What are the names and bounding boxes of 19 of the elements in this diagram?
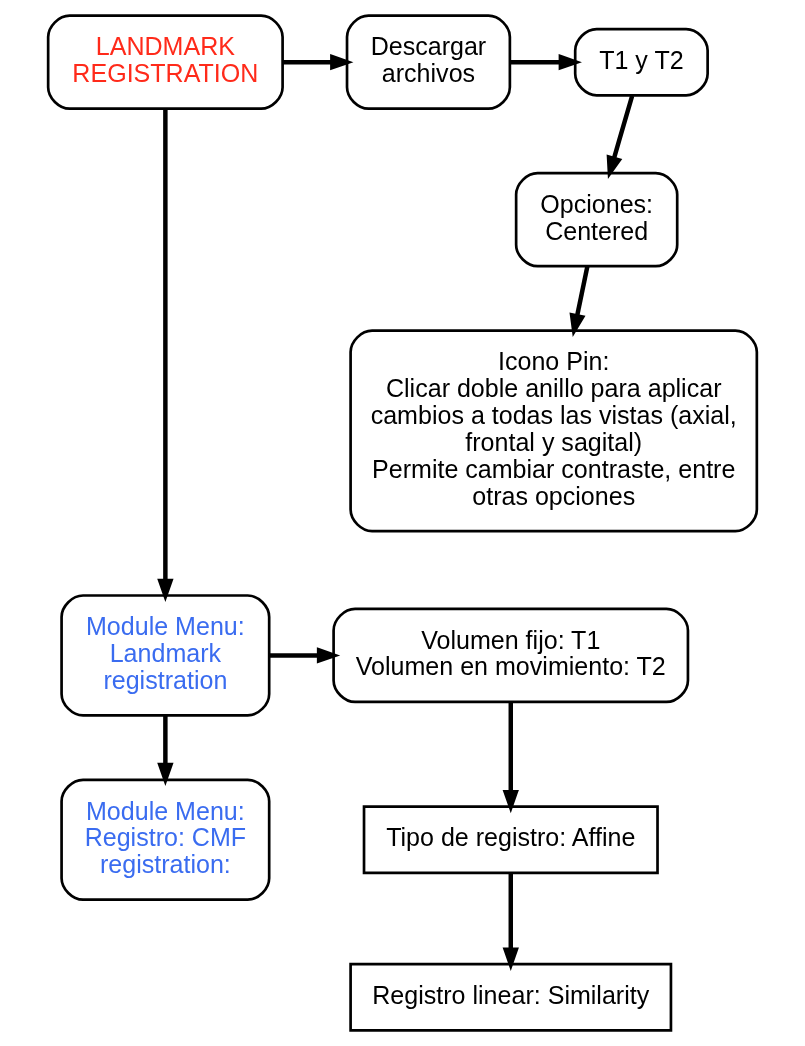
- arrow: [606, 95, 635, 180]
- node-box: Opciones: Centered: [514, 171, 679, 268]
- arrow: [509, 54, 582, 71]
- node-box: LANDMARK REGISTRATION: [46, 14, 284, 111]
- arrow: [283, 54, 354, 71]
- node-box: Volumen fijo: T1 Volumen en movimiento: T2: [332, 607, 690, 704]
- node-box: Icono Pin: Clicar doble anillo para aplicar cambios a todas las vistas (axial, frontal y sagital) Permite cambiar contraste, entre otras opciones: [349, 329, 759, 533]
- node-box: Module Menu: Landmark registration: [60, 594, 271, 717]
- arrow: [502, 702, 519, 814]
- arrow: [157, 108, 174, 602]
- node-box: Descargar archivos: [345, 14, 512, 111]
- arrow: [269, 647, 341, 664]
- arrow: [157, 715, 174, 787]
- node-box: T1 y T2: [573, 27, 709, 97]
- node-box: Tipo de registro: Affine: [362, 805, 659, 875]
- node-box: Module Menu: Registro: CMF registration:: [60, 778, 271, 902]
- arrow: [502, 873, 519, 971]
- node-box: Registro linear: Similarity: [349, 962, 673, 1032]
- arrow: [569, 266, 590, 338]
